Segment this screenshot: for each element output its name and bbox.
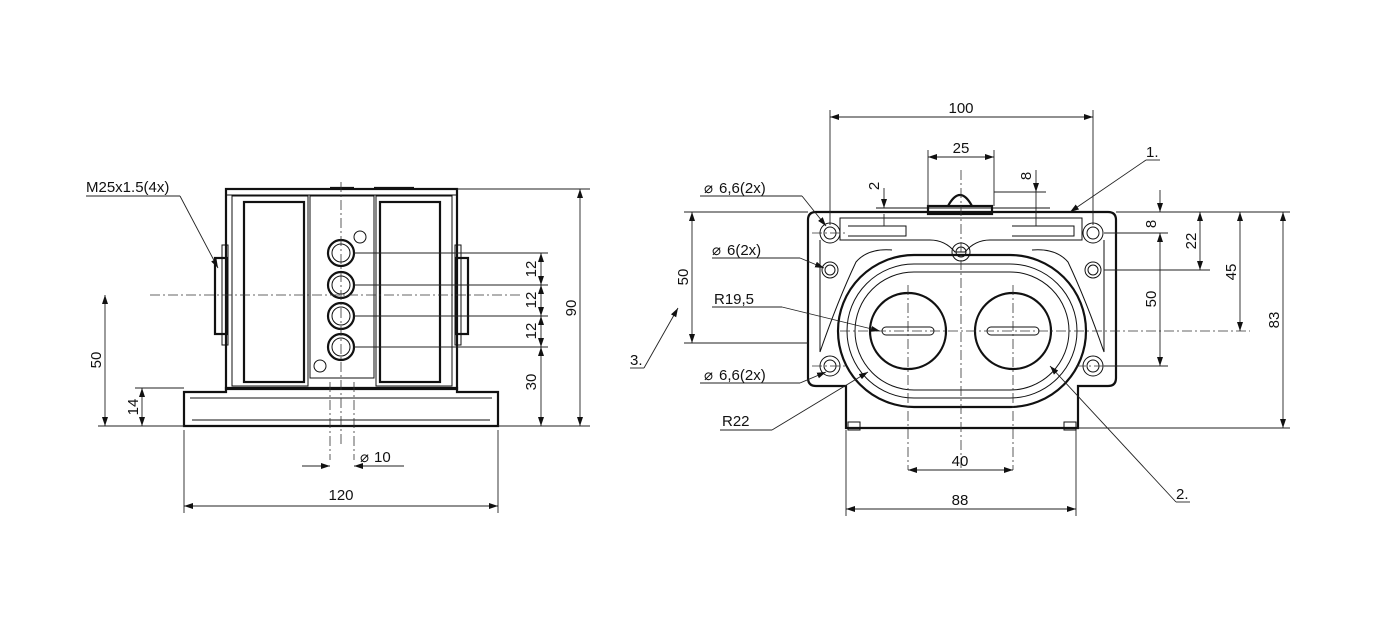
- callout-1: 1.: [1146, 144, 1159, 161]
- dim-width-100: 100: [948, 100, 973, 117]
- diameter-symbol: ⌀: [712, 242, 721, 259]
- dim-width-88: 88: [952, 492, 969, 509]
- dim-offset-2: 2: [866, 182, 883, 190]
- dim-base-14: 14: [125, 399, 142, 416]
- side-view: M25x1.5(4x) 120 90 50 14 12 12 12 30 ⌀ 1…: [86, 179, 590, 513]
- dim-right-83: 83: [1266, 312, 1283, 329]
- dim-led-30: 30: [523, 374, 540, 391]
- dim-led-12-b: 12: [523, 292, 540, 309]
- callout-3: 3.: [630, 352, 643, 369]
- dim-right-50: 50: [1143, 291, 1160, 308]
- dim-width-25: 25: [953, 140, 970, 157]
- dim-right-22: 22: [1183, 233, 1200, 250]
- callout-2: 2.: [1176, 486, 1189, 503]
- dim-width-120: 120: [328, 487, 353, 504]
- front-view: 100 25 2 8 ⌀ 6,6(2x) ⌀ 6(2x) R19,5 ⌀ 6,6…: [630, 100, 1290, 516]
- dim-left-50: 50: [675, 269, 692, 286]
- dim-axis-50: 50: [88, 352, 105, 369]
- dim-right-8: 8: [1143, 220, 1160, 228]
- hole-66-top: 6,6(2x): [719, 180, 766, 197]
- dim-diameter-10: 10: [374, 449, 391, 466]
- hole-6: 6(2x): [727, 242, 761, 259]
- dim-center-40: 40: [952, 453, 969, 470]
- radius-195: R19,5: [714, 291, 754, 308]
- dim-led-12-a: 12: [523, 261, 540, 278]
- diameter-symbol: ⌀: [704, 367, 713, 384]
- hole-66-bottom: 6,6(2x): [719, 367, 766, 384]
- dim-led-12-c: 12: [523, 323, 540, 340]
- dim-height-90: 90: [563, 300, 580, 317]
- dim-right-45: 45: [1223, 264, 1240, 281]
- diameter-symbol: ⌀: [360, 449, 369, 466]
- diameter-symbol: ⌀: [704, 180, 713, 197]
- radius-22: R22: [722, 413, 750, 430]
- dim-offset-8: 8: [1018, 172, 1035, 180]
- thread-label: M25x1.5(4x): [86, 179, 169, 196]
